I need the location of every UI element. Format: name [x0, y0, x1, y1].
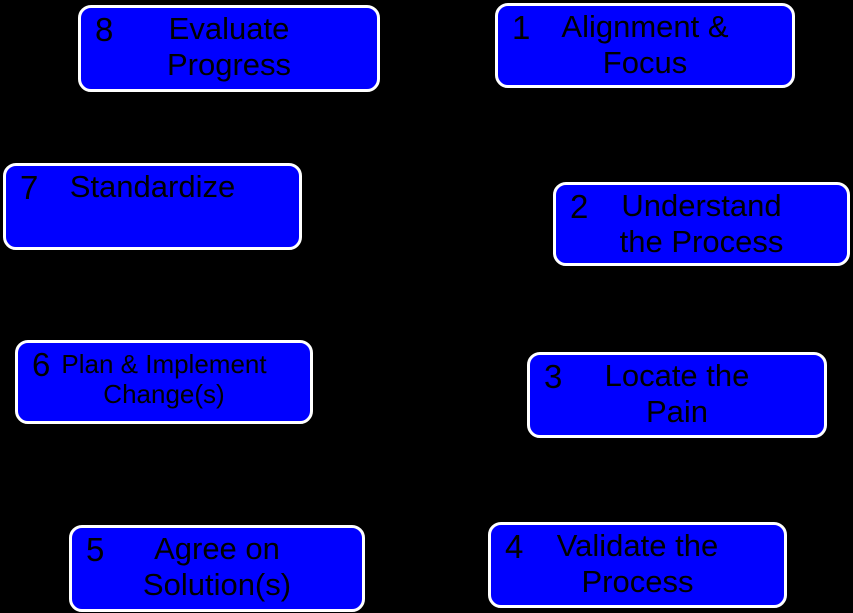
curved-arrow-icon-4-to-5 — [390, 556, 460, 602]
step-label: Locate the Pain — [604, 358, 750, 429]
step-label: Plan & Implement Change(s) — [61, 349, 267, 410]
step-box-1: 1 Alignment & Focus — [495, 3, 795, 88]
step-label: Validate the Process — [556, 528, 719, 599]
step-number: 8 — [95, 11, 114, 48]
curved-arrow-icon-2-to-3 — [673, 276, 719, 346]
step-number: 1 — [512, 9, 531, 46]
step-box-2: 2 Understand the Process — [553, 182, 850, 266]
step-box-4: 4 Validate the Process — [488, 522, 787, 608]
step-box-8: 8 Evaluate Progress — [78, 5, 380, 92]
curved-arrow-icon-6-to-7 — [158, 257, 204, 327]
step-number: 5 — [86, 531, 105, 568]
step-box-3: 3 Locate the Pain — [527, 352, 827, 438]
step-number: 3 — [544, 358, 563, 395]
step-number: 7 — [20, 169, 39, 206]
curved-arrow-icon-5-to-6 — [189, 429, 272, 513]
curved-arrow-icon-3-to-4 — [616, 445, 700, 528]
step-label: Agree on Solution(s) — [142, 531, 292, 602]
step-number: 6 — [32, 346, 51, 383]
step-label: Evaluate Progress — [166, 11, 292, 82]
step-number: 4 — [505, 528, 524, 565]
step-box-6: 6 Plan & Implement Change(s) — [15, 340, 313, 424]
step-box-5: 5 Agree on Solution(s) — [69, 525, 365, 612]
step-box-7: 7 Standardize — [3, 163, 302, 250]
step-number: 2 — [570, 188, 589, 225]
step-label: Understand the Process — [619, 188, 784, 259]
curved-arrow-icon-8-to-1 — [398, 31, 468, 77]
step-label: Standardize — [69, 169, 236, 204]
step-label: Alignment & Focus — [561, 9, 729, 80]
curved-arrow-icon-1-to-2 — [599, 88, 682, 172]
